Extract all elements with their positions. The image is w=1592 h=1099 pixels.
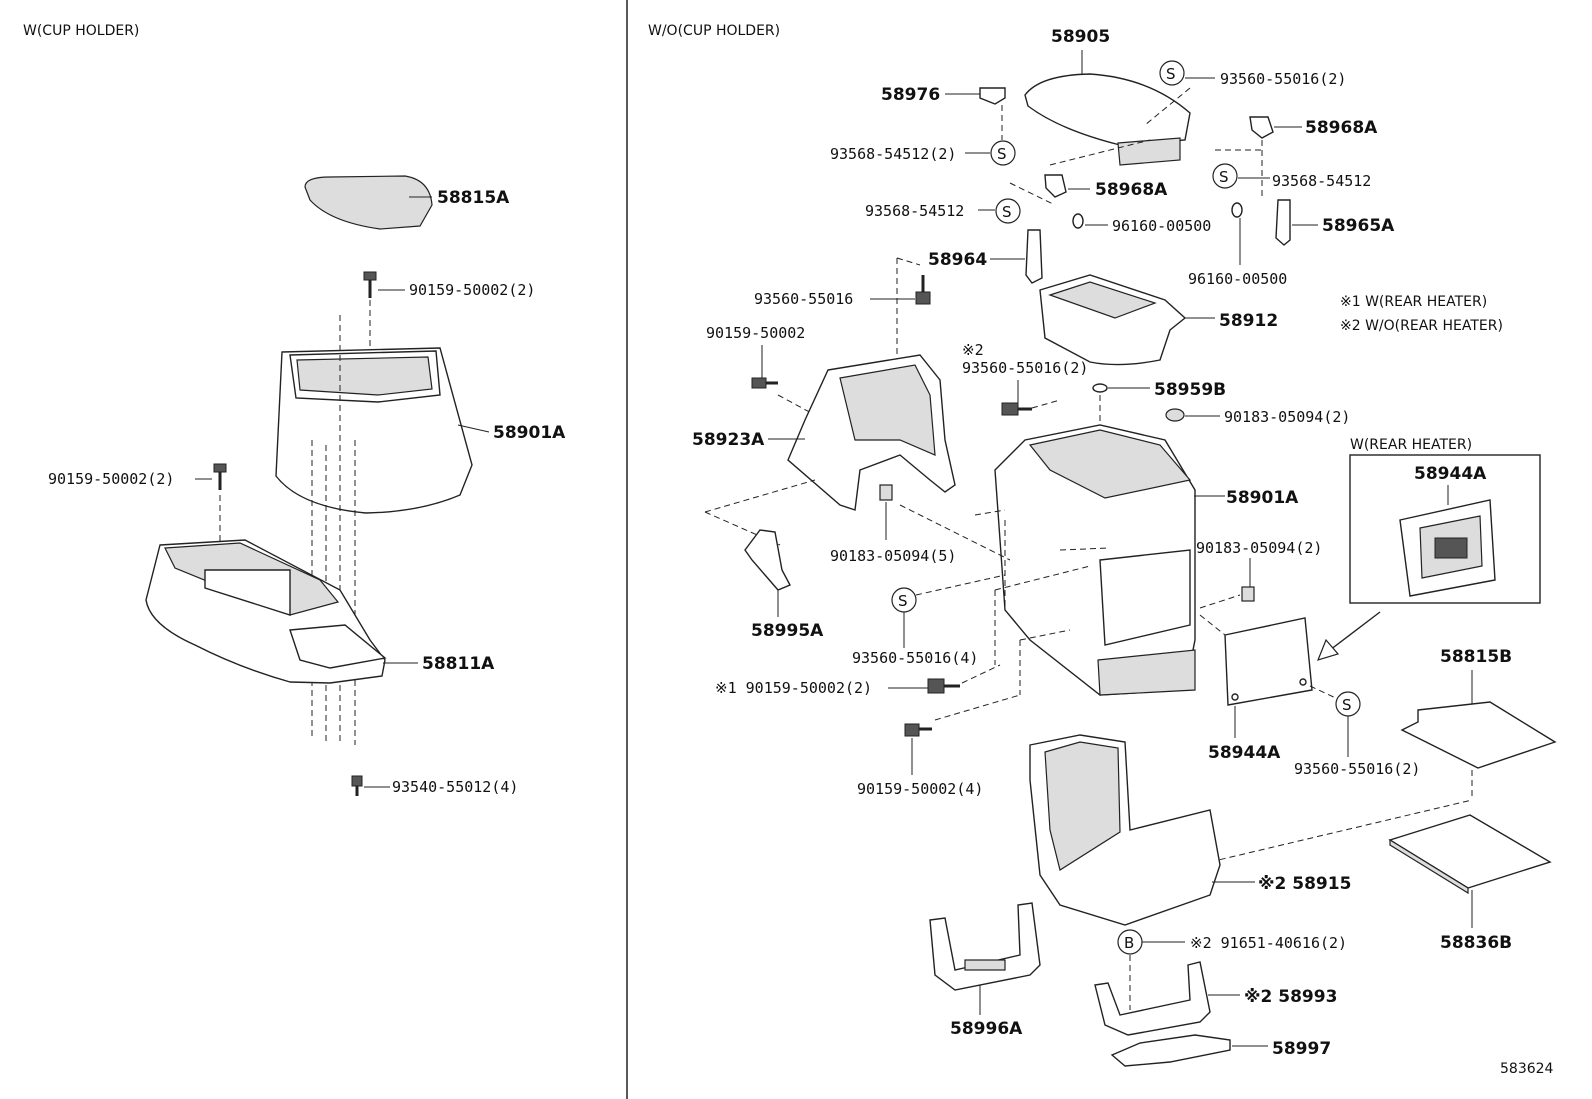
label-96160-00500-a: 96160-00500	[1112, 217, 1211, 235]
part-58968A-mid-shape	[1044, 174, 1067, 198]
s-symbol-label: S	[997, 145, 1007, 163]
clip-icon	[1241, 586, 1255, 602]
s-symbol-icon	[1159, 60, 1185, 86]
label-x1-90159-50002-2: ※1 90159-50002(2)	[715, 679, 872, 697]
part-58995A-shape	[744, 529, 791, 591]
part-58815B-shape	[1400, 701, 1557, 769]
label-58901A-left: 58901A	[493, 423, 566, 443]
right-assembly: 58905 S 93560-55016(2) 58976 58968A 9356…	[692, 27, 1557, 1067]
label-58959B: 58959B	[1154, 380, 1226, 400]
label-91651-40616-2: ※2 91651-40616(2)	[1190, 934, 1347, 952]
part-58993-shape	[1094, 961, 1211, 1036]
label-93568-54512-left: 93568-54512	[865, 202, 964, 220]
s-symbol-label: S	[1342, 696, 1352, 714]
label-58944A: 58944A	[1208, 743, 1281, 763]
label-58995A: 58995A	[751, 621, 824, 641]
label-58912: 58912	[1219, 311, 1278, 331]
part-58905-shape	[1024, 73, 1191, 146]
diagram-id: 583624	[1500, 1061, 1554, 1077]
label-58996A: 58996A	[950, 1019, 1023, 1039]
label-58965A: 58965A	[1322, 216, 1395, 236]
label-58944A-inset: 58944A	[1414, 464, 1487, 484]
label-90183-05094-5: 90183-05094(5)	[830, 547, 956, 565]
screw-icon	[904, 723, 932, 737]
label-90159-50002-2-top: 90159-50002(2)	[409, 281, 535, 299]
right-section-title: W/O(CUP HOLDER)	[648, 23, 780, 39]
left-section-title: W(CUP HOLDER)	[23, 23, 139, 39]
plug-icon	[1092, 383, 1108, 393]
washer-icon	[1072, 213, 1084, 229]
label-90183-05094-2-b: 90183-05094(2)	[1196, 539, 1322, 557]
label-90159-50002-2-left: 90159-50002(2)	[48, 470, 174, 488]
part-58976-shape	[979, 87, 1006, 105]
label-58811A: 58811A	[422, 654, 495, 674]
label-90159-50002-4: 90159-50002(4)	[857, 780, 983, 798]
clip-icon	[879, 484, 893, 501]
label-58968A-top: 58968A	[1305, 118, 1378, 138]
screw-icon	[927, 678, 960, 694]
label-93568-54512-right: 93568-54512	[1272, 172, 1371, 190]
s-symbol-icon	[995, 198, 1021, 224]
label-93560-55016-4: 93560-55016(4)	[852, 649, 978, 667]
screw-icon	[363, 271, 377, 298]
label-58815A: 58815A	[437, 188, 510, 208]
label-93560-55016-mid: 93560-55016	[754, 290, 853, 308]
label-x2-mark: ※2	[962, 341, 984, 359]
label-58993: ※2 58993	[1244, 987, 1337, 1007]
note-1: ※1 W(REAR HEATER)	[1340, 294, 1487, 310]
label-58915: ※2 58915	[1258, 874, 1351, 894]
part-58912-shape	[1039, 274, 1187, 366]
label-58901A-right: 58901A	[1226, 488, 1299, 508]
label-58815B: 58815B	[1440, 647, 1512, 667]
s-symbol-label: S	[1219, 168, 1229, 186]
part-58944A-shape	[1224, 617, 1313, 706]
screw-icon	[751, 377, 778, 389]
part-58965A-shape	[1275, 199, 1291, 246]
label-93560-55016-2-bottom: 93560-55016(2)	[1294, 760, 1420, 778]
label-58905: 58905	[1051, 27, 1110, 47]
label-58964: 58964	[928, 250, 987, 270]
label-58976: 58976	[881, 85, 940, 105]
s-symbol-icon	[1212, 163, 1238, 189]
part-58996A-shape	[929, 902, 1041, 991]
label-90183-05094-2-a: 90183-05094(2)	[1224, 408, 1350, 426]
part-58968A-top-shape	[1249, 116, 1274, 139]
screw-icon	[213, 463, 227, 490]
label-90159-50002-top: 90159-50002	[706, 324, 805, 342]
screw-icon	[351, 775, 363, 796]
part-58964-shape	[1025, 229, 1043, 284]
part-58815A-shape	[304, 175, 433, 230]
s-symbol-label: S	[1002, 203, 1012, 221]
b-symbol-label: B	[1124, 934, 1134, 952]
note-2: ※2 W/O(REAR HEATER)	[1340, 318, 1503, 334]
arrow-icon	[1316, 611, 1381, 661]
bolt-icon	[1001, 402, 1032, 416]
label-93560-55016-2-x2: 93560-55016(2)	[962, 359, 1088, 377]
label-93568-54512-2: 93568-54512(2)	[830, 145, 956, 163]
bolt-icon	[915, 275, 931, 305]
part-58997-shape	[1110, 1034, 1231, 1067]
label-58997: 58997	[1272, 1039, 1331, 1059]
label-93560-55016-2-top: 93560-55016(2)	[1220, 70, 1346, 88]
inset-title: W(REAR HEATER)	[1350, 437, 1472, 453]
clip-icon	[1165, 408, 1185, 422]
label-58923A: 58923A	[692, 430, 765, 450]
part-58836B-shape	[1388, 814, 1552, 889]
s-symbol-label: S	[1166, 65, 1176, 83]
label-96160-00500-b: 96160-00500	[1188, 270, 1287, 288]
label-58836B: 58836B	[1440, 933, 1512, 953]
s-symbol-icon	[990, 140, 1016, 166]
left-assembly: 58815A 90159-50002(2) 58901A 90159-50002…	[48, 175, 566, 796]
label-93540-55012-4: 93540-55012(4)	[392, 778, 518, 796]
s-symbol-label: S	[898, 592, 908, 610]
label-58968A-mid: 58968A	[1095, 180, 1168, 200]
washer-icon	[1231, 202, 1243, 218]
